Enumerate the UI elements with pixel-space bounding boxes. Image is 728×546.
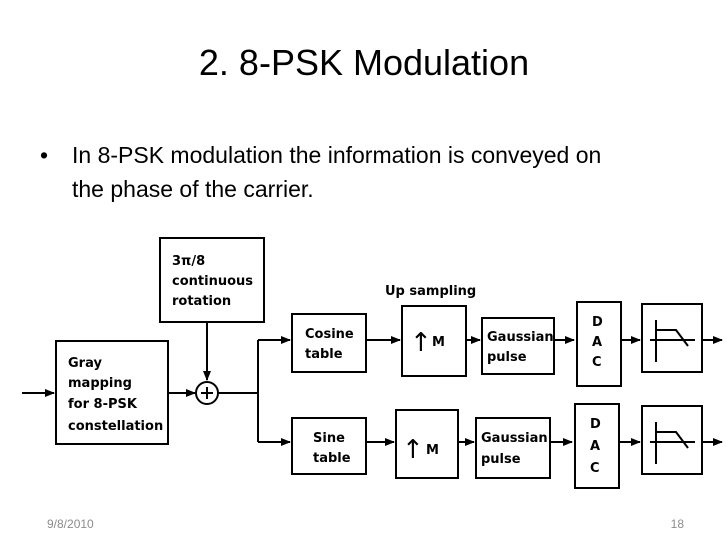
lowpass-filter-icon (650, 320, 695, 362)
dac-letter-a-bottom: A (590, 439, 600, 454)
dac-letter-c-bottom: C (590, 461, 600, 476)
cosine-line-1: Cosine (305, 327, 354, 342)
sine-line-1: Sine (313, 431, 345, 446)
dac-block-top: D A C (576, 301, 622, 387)
dac-letter-c-top: C (592, 355, 602, 370)
dac-block-bottom: D A C (574, 403, 620, 489)
lowpass-filter-block-bottom (641, 405, 703, 475)
rotation-block: 3π/8 continuous rotation (159, 237, 265, 323)
up-arrow-icon: ↑ (402, 435, 424, 465)
sine-line-2: table (313, 451, 351, 466)
upsample-block-bottom: ↑ M (395, 409, 459, 479)
dac-letter-d-bottom: D (590, 417, 601, 432)
upsampling-label: Up sampling (385, 284, 476, 299)
gray-line-3: for 8-PSK (68, 397, 138, 412)
cosine-table-block: Cosine table (291, 313, 367, 373)
bullet-text: In 8-PSK modulation the information is c… (72, 142, 602, 202)
gaussian-line-2-bottom: pulse (481, 452, 521, 467)
rotation-line-2: continuous (172, 274, 253, 289)
lowpass-filter-icon (650, 422, 695, 464)
rotation-line-1: 3π/8 (172, 254, 205, 269)
m-label-bottom: M (426, 443, 439, 458)
dac-letter-a-top: A (592, 335, 602, 350)
bullet-dot: • (40, 142, 49, 168)
rotation-line-3: rotation (172, 294, 231, 309)
footer-date: 9/8/2010 (47, 517, 94, 531)
upsample-block-top: ↑ M (401, 305, 467, 377)
gaussian-block-bottom: Gaussian pulse (475, 417, 551, 479)
dac-letter-d-top: D (592, 315, 603, 330)
cosine-line-2: table (305, 347, 343, 362)
lowpass-filter-block-top (641, 303, 703, 373)
gaussian-line-1-top: Gaussian (487, 330, 554, 345)
gray-line-4: constellation (68, 419, 163, 434)
gray-line-1: Gray (68, 356, 102, 371)
gray-mapping-block: Gray mapping for 8-PSK constellation (55, 340, 169, 445)
gray-line-2: mapping (68, 376, 132, 391)
up-arrow-icon: ↑ (410, 328, 432, 358)
gaussian-block-top: Gaussian pulse (481, 317, 555, 375)
adder-symbol (195, 381, 219, 405)
sine-table-block: Sine table (291, 417, 367, 475)
m-label-top: M (432, 335, 445, 350)
gaussian-line-1-bottom: Gaussian (481, 431, 548, 446)
slide-title: 2. 8-PSK Modulation (198, 42, 530, 83)
gaussian-line-2-top: pulse (487, 350, 527, 365)
footer-page-number: 18 (670, 517, 684, 531)
